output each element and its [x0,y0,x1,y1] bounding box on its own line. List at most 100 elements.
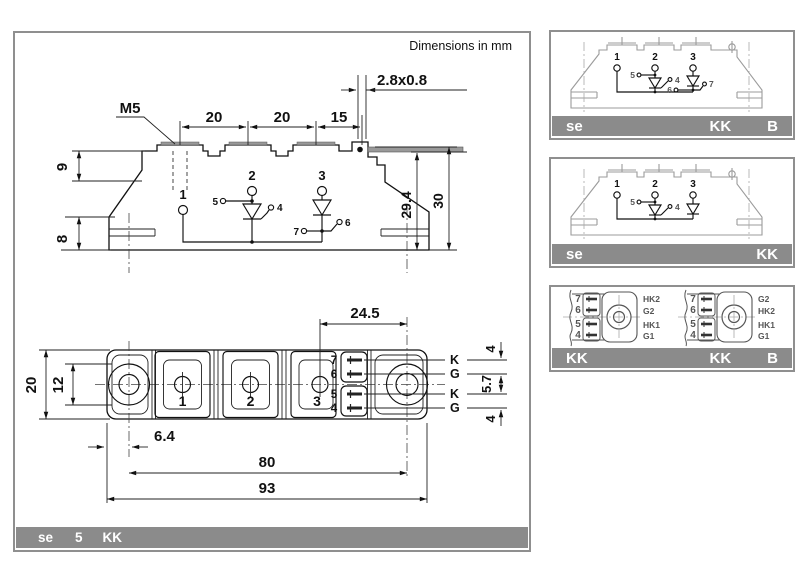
right-dimensions: 29.4 30 [375,146,467,251]
type-code-kk: KK [756,245,778,263]
dim-80: 80 [259,454,276,471]
tab-rivet [357,146,363,153]
pin-assignment-drawing: 7 6 5 4 HK2 G2 HK1 G1 7 [563,289,775,347]
lead-label-hk1: HK1 [758,320,775,330]
pad-2-number: 2 [247,393,255,409]
m5-label: M5 [120,100,141,117]
module-dimension-drawing: Dimensions in mm [23,39,512,503]
lead-g1: G [450,367,460,381]
type-code-se: se [566,117,583,135]
internal-circuit: 1 2 5 4 3 [177,168,351,244]
variant-1-circuit-drawing: 1 2 5 4 3 6 7 [570,37,763,112]
tab-callout: 2.8x0.8 [341,72,467,139]
left-dimensions: 9 8 [54,150,145,251]
dim-4-bottom: 4 [483,415,498,423]
type-code-se: se [566,245,583,263]
pin-detail-kk: 7 6 5 4 HK2 G2 HK1 G1 [563,289,660,347]
side-view: 20 20 15 M5 2.8x0.8 9 [54,72,467,273]
pin-4-label: 4 [277,203,283,214]
pin-4-label: 4 [675,202,680,212]
terminal-3-label: 3 [690,179,696,190]
gate-lead-labels: K G K G 4 5.7 4 [364,342,507,426]
dim-6-4: 6.4 [154,428,176,445]
pin-number-7: 7 [575,294,581,305]
pin-number-7: 7 [331,355,337,367]
lead-label-g2: G2 [643,306,655,316]
lead-label-hk1: HK1 [643,320,660,330]
dim-93: 93 [259,480,276,497]
lead-label-g2: G2 [758,294,770,304]
pin-number-6: 6 [575,305,581,316]
dim-12: 12 [50,377,67,394]
bottom-view: 1 2 3 [23,305,507,503]
dim-9: 9 [54,163,71,171]
pin-number-4: 4 [690,330,696,341]
terminal-1-label: 1 [614,179,620,190]
dim-8: 8 [54,235,71,243]
module-ghost-outline [570,164,763,239]
variant-panel-1: 1 2 5 4 3 6 7 [549,30,795,140]
pin-6-label: 6 [667,85,672,95]
pin-number-4: 4 [331,403,338,415]
lead-label-hk2: HK2 [643,294,660,304]
pin-7-label: 7 [709,79,714,89]
dim-4-top: 4 [483,345,498,353]
pin-7-label: 7 [293,227,299,238]
type-code-kk-left: KK [566,349,588,367]
variant-panel-3: 7 6 5 4 HK2 G2 HK1 G1 7 [549,285,795,372]
main-drawing-panel: Dimensions in mm [13,31,531,552]
module-ghost-outline [570,37,763,112]
terminal-3-label: 3 [690,52,696,63]
gate-pin-block: 7 6 5 4 [331,351,368,417]
dim-5-7: 5.7 [479,375,494,393]
dim-pitch-a: 20 [206,109,223,126]
pad-3-number: 3 [313,393,321,409]
type-code-kk-right: KK [709,349,732,367]
dim-20: 20 [23,377,40,394]
main-type-bar: se 5 KK [16,527,528,548]
lead-g2: G [450,401,460,415]
lead-k1: K [450,353,459,367]
pin-number-5: 5 [331,389,338,401]
terminal-2-label: 2 [248,168,255,183]
dim-24-5: 24.5 [350,305,379,322]
circuit: 1 2 5 4 3 [613,179,701,221]
dim-24-5-group: 24.5 [319,305,407,375]
variant-panel-2: 1 2 5 4 3 se KK [549,157,795,268]
dim-30: 30 [430,193,446,209]
units-note: Dimensions in mm [409,39,512,53]
type-code-5: 5 [75,530,83,545]
terminal-3-label: 3 [318,168,325,183]
type-code-se: se [38,530,54,545]
pin-4-label: 4 [675,75,680,85]
dim-width-group: 20 12 [23,349,112,420]
dim-29-4: 29.4 [398,191,414,218]
right-mounting-block [367,350,429,419]
terminal-2-label: 2 [652,179,658,190]
lead-label-g1: G1 [758,331,770,341]
circuit: 1 2 5 4 3 6 7 [613,52,714,95]
pad-1-number: 1 [179,393,187,409]
left-foot-slot [109,228,156,237]
pin-6-label: 6 [345,218,351,229]
right-foot-slot [380,228,429,237]
variant-2-circuit-drawing: 1 2 5 4 3 [570,164,763,239]
variant-3-type-bar: KK KK B [552,348,792,368]
pin-5-label: 5 [630,197,635,207]
type-code-b: B [767,349,778,367]
tab-size-label: 2.8x0.8 [377,72,427,89]
variant-2-type-bar: se KK [552,244,792,264]
pin-number-6: 6 [690,305,696,316]
type-code-kk: KK [709,117,732,135]
pitch-dimension: 20 20 15 [179,109,363,145]
terminal-1-label: 1 [614,52,620,63]
lead-k2: K [450,387,459,401]
type-code-kk: KK [102,530,123,545]
lead-label-hk2: HK2 [758,306,775,316]
m5-callout: M5 [116,100,176,145]
pin-detail-kk-b: 7 6 5 4 G2 HK2 HK1 G1 [678,289,775,347]
dim-pitch-b: 20 [274,109,291,126]
pin-5-label: 5 [630,70,635,80]
terminal-1-label: 1 [179,187,186,202]
